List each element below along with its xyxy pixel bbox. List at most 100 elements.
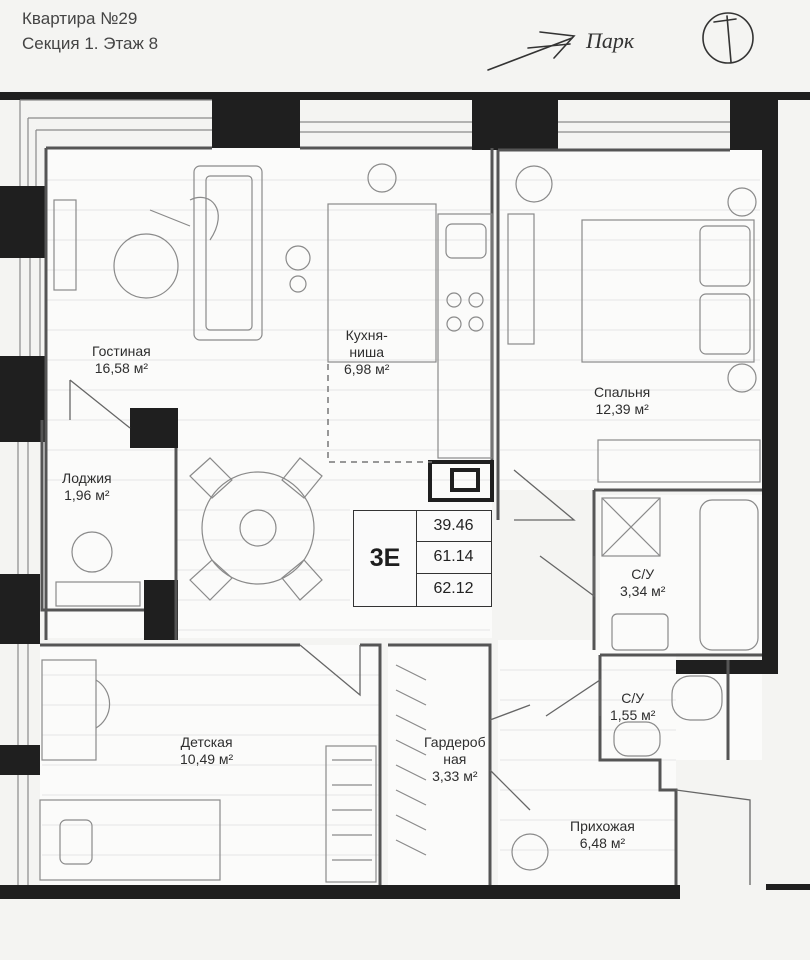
room-label-loggia: Лоджия 1,96 м² [62, 470, 112, 504]
sink [445, 223, 487, 259]
room-name-line1: Кухня- [345, 327, 388, 343]
room-label-wardrobe: Гардероб ная 3,33 м² [424, 734, 486, 785]
apartment-title: Квартира №29 [22, 9, 138, 28]
desk [41, 659, 97, 761]
room-label-kids: Детская 10,49 м² [180, 734, 233, 768]
loggia-walls [40, 420, 144, 612]
room-name: Детская [180, 734, 233, 750]
wall-bottom [0, 885, 680, 899]
wardrobe-hangers [332, 664, 427, 861]
hall-furniture [511, 833, 549, 871]
room-label-bedroom: Спальня 12,39 м² [594, 384, 650, 418]
room-area: 6,48 м² [579, 835, 626, 851]
room-name: Спальня [594, 384, 651, 400]
shaft [428, 460, 494, 502]
wall-pier-top-left [212, 100, 300, 148]
hob-3 [446, 316, 462, 332]
shaft-inner [450, 468, 480, 492]
section-floor-label: Секция 1. Этаж 8 [22, 34, 159, 53]
loggia-bench [55, 581, 141, 607]
bedroom-door [513, 469, 576, 521]
sofa-seat [205, 175, 253, 331]
hob-4 [468, 316, 484, 332]
bedroom-tv-unit [507, 213, 535, 345]
wall-bottom-right-stub [766, 884, 810, 890]
single-bed [39, 799, 221, 881]
nightstand-lamp-2 [727, 363, 757, 393]
loggia-furniture [55, 531, 141, 607]
room-name: С/У [631, 566, 655, 582]
bath1-sink [611, 613, 669, 651]
room-name: Прихожая [570, 818, 635, 834]
room-area: 1,96 м² [64, 487, 110, 503]
bath2-sink [613, 721, 661, 757]
room-name: С/У [621, 690, 645, 706]
wall-loggia-bottom [144, 580, 178, 640]
wall-right-upper [762, 100, 778, 660]
bedroom-floor [498, 150, 762, 490]
shower-tray [601, 497, 661, 557]
room-name-line2: ная [443, 751, 467, 767]
wall-pier-top-mid [472, 100, 558, 150]
area-value-2: 61.14 [416, 542, 491, 574]
wardrobe-doors [489, 704, 531, 811]
room-area: 1,55 м² [610, 707, 656, 723]
kids-wardrobe-walls [40, 643, 492, 885]
room-name-line1: Гардероб [424, 734, 486, 750]
hob-2 [468, 292, 484, 308]
room-area: 3,33 м² [432, 768, 478, 784]
handwritten-arrow-stroke [527, 43, 571, 49]
room-label-living: Гостиная 16,58 м² [92, 343, 151, 377]
nightstand-lamp-1 [727, 187, 757, 217]
hob-1 [446, 292, 462, 308]
door-swings [69, 379, 751, 885]
kids-door [299, 644, 361, 697]
room-area: 6,98 м² [344, 361, 390, 377]
handwritten-arrow-head [539, 31, 576, 59]
wall-pier-left-2 [0, 356, 46, 442]
wall-top-edge [0, 92, 810, 100]
living-furniture [53, 163, 397, 601]
kitchen-island [327, 203, 437, 363]
wall-pier-left-3 [0, 574, 40, 644]
room-label-bath2: С/У 1,55 м² [610, 690, 655, 724]
top-windows [20, 99, 730, 133]
kids-furniture [39, 659, 377, 883]
floor-pattern [42, 179, 760, 856]
kids-wardrobe [325, 745, 377, 883]
loggia-door [69, 379, 131, 429]
kitchen-furniture [327, 203, 493, 459]
hall-floor [498, 640, 676, 885]
compass-bar [713, 18, 737, 23]
bath1-floor [600, 495, 762, 653]
kids-floor-lines [42, 674, 380, 856]
plan-header: Квартира №29 Секция 1. Этаж 8 [22, 6, 158, 56]
desk-chair [95, 679, 111, 729]
ceiling-plant [367, 163, 397, 193]
bedroom-plant [515, 165, 553, 203]
loggia-floor [42, 420, 176, 610]
room-area: 3,34 м² [620, 583, 666, 599]
room-name-line2: ниша [349, 344, 384, 360]
shaft-box [428, 460, 494, 502]
sofa [193, 165, 263, 341]
apartment-summary-box: 3E 39.46 61.14 62.12 [353, 510, 492, 607]
shower-cross [601, 497, 661, 557]
dining-chairs [189, 457, 323, 601]
bedroom-furniture [507, 165, 761, 483]
windows [17, 99, 730, 885]
room-area: 16,58 м² [94, 360, 148, 376]
tv-unit [53, 199, 77, 291]
bedroom-floor-lines [500, 179, 760, 481]
round-side-table [113, 233, 179, 299]
room-name: Гостиная [92, 343, 151, 359]
compass-needle [726, 15, 732, 63]
floor-lamp-2 [289, 275, 307, 293]
hanger-rail-kids [332, 759, 372, 861]
floor-lamp-1 [285, 245, 311, 271]
wall-pier-left-1 [0, 186, 46, 258]
exterior-walls [0, 92, 810, 899]
living-walls [44, 146, 494, 640]
room-label-kitchen: Кухня- ниша 6,98 м² [344, 327, 389, 378]
